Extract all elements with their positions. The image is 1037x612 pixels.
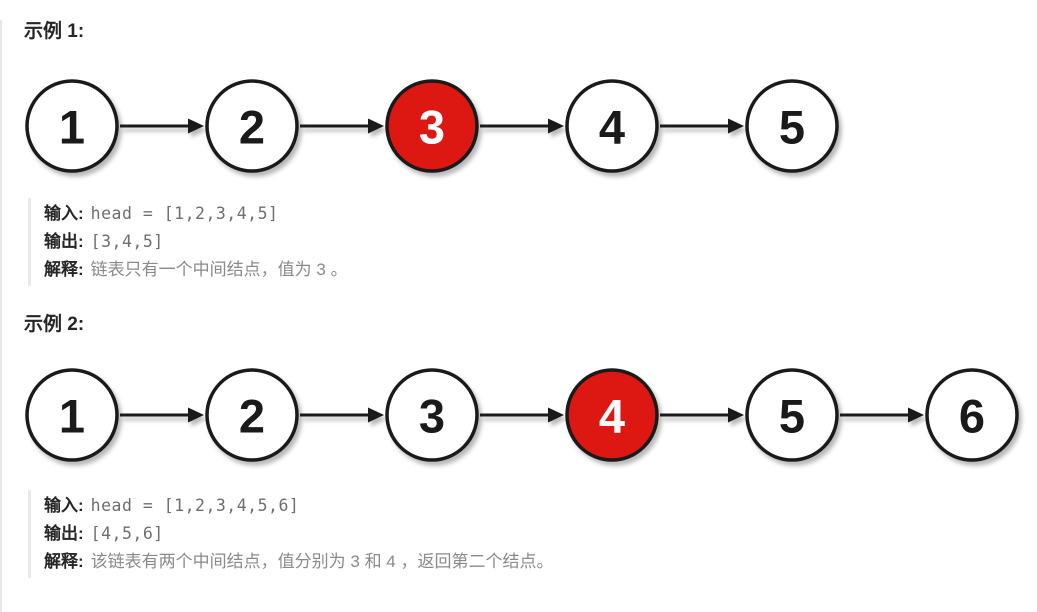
- arrow-head-icon: [548, 407, 564, 423]
- list-node: [25, 368, 119, 462]
- arrow-head-icon: [908, 407, 924, 423]
- node-value: 2: [239, 101, 265, 154]
- node-value: 3: [419, 101, 445, 154]
- linked-list-diagram-2: 1 2 3 4 5 6: [25, 368, 1019, 462]
- node-value: 5: [779, 390, 805, 443]
- output-value: [4,5,6]: [90, 524, 164, 543]
- arrow-head-icon: [188, 118, 204, 134]
- list-node: [925, 368, 1019, 462]
- example-1-io-block: 输入: head = [1,2,3,4,5] 输出: [3,4,5] 解释: 链表只有…: [28, 198, 1037, 286]
- linked-list-diagram-1: 1 2 3 4 5: [25, 79, 839, 173]
- explanation-label: 解释:: [44, 260, 84, 279]
- arrow-head-icon: [728, 407, 744, 423]
- list-node: [385, 368, 479, 462]
- problem-examples-content: 示例 1: 1 2 3 4 5 输入: head = [1,2,3,4,5] 输出: [3,…: [0, 20, 1037, 578]
- arrow-head-icon: [368, 118, 384, 134]
- explanation-line: 解释: 链表只有一个中间结点，值为 3 。: [44, 256, 1037, 284]
- list-node: [205, 368, 299, 462]
- arrow-head-icon: [548, 118, 564, 134]
- explanation-text: 该链表有两个中间结点，值分别为 3 和 4 ，返回第二个结点。: [90, 552, 554, 571]
- list-node-highlighted: [565, 368, 659, 462]
- explanation-text: 链表只有一个中间结点，值为 3 。: [90, 260, 348, 279]
- input-label: 输入:: [44, 496, 84, 515]
- list-node: [745, 368, 839, 462]
- list-node: [205, 79, 299, 173]
- arrow-head-icon: [728, 118, 744, 134]
- example-1-title: 示例 1:: [24, 21, 85, 42]
- node-value: 1: [59, 390, 85, 443]
- input-line: 输入: head = [1,2,3,4,5,6]: [44, 492, 1037, 520]
- explanation-label: 解释:: [44, 552, 84, 571]
- example-2-title: 示例 2:: [24, 314, 85, 335]
- example-section-2: 示例 2: 1 2 3 4 5 6 输入: head = [1,2,3,4,5,6] 输出:…: [24, 313, 1037, 578]
- node-value: 4: [599, 101, 625, 154]
- list-node: [25, 79, 119, 173]
- node-value: 3: [419, 390, 445, 443]
- output-line: 输出: [4,5,6]: [44, 520, 1037, 548]
- example-2-io-block: 输入: head = [1,2,3,4,5,6] 输出: [4,5,6] 解释: 该链…: [28, 490, 1037, 578]
- node-value: 2: [239, 390, 265, 443]
- list-node: [565, 79, 659, 173]
- page-left-border: [0, 20, 2, 612]
- node-value: 1: [59, 101, 85, 154]
- list-node-highlighted: [385, 79, 479, 173]
- node-value: 4: [599, 390, 625, 443]
- input-value: head = [1,2,3,4,5,6]: [90, 496, 300, 515]
- output-line: 输出: [3,4,5]: [44, 228, 1037, 256]
- output-value: [3,4,5]: [90, 232, 164, 251]
- list-node: [745, 79, 839, 173]
- arrow-head-icon: [188, 407, 204, 423]
- node-value: 6: [959, 390, 985, 443]
- arrow-head-icon: [368, 407, 384, 423]
- node-value: 5: [779, 101, 805, 154]
- explanation-line: 解释: 该链表有两个中间结点，值分别为 3 和 4 ，返回第二个结点。: [44, 548, 1037, 576]
- input-value: head = [1,2,3,4,5]: [90, 204, 279, 223]
- example-section-1: 示例 1: 1 2 3 4 5 输入: head = [1,2,3,4,5] 输出: [3,…: [24, 20, 1037, 286]
- input-line: 输入: head = [1,2,3,4,5]: [44, 200, 1037, 228]
- output-label: 输出:: [44, 524, 84, 543]
- output-label: 输出:: [44, 232, 84, 251]
- input-label: 输入:: [44, 204, 84, 223]
